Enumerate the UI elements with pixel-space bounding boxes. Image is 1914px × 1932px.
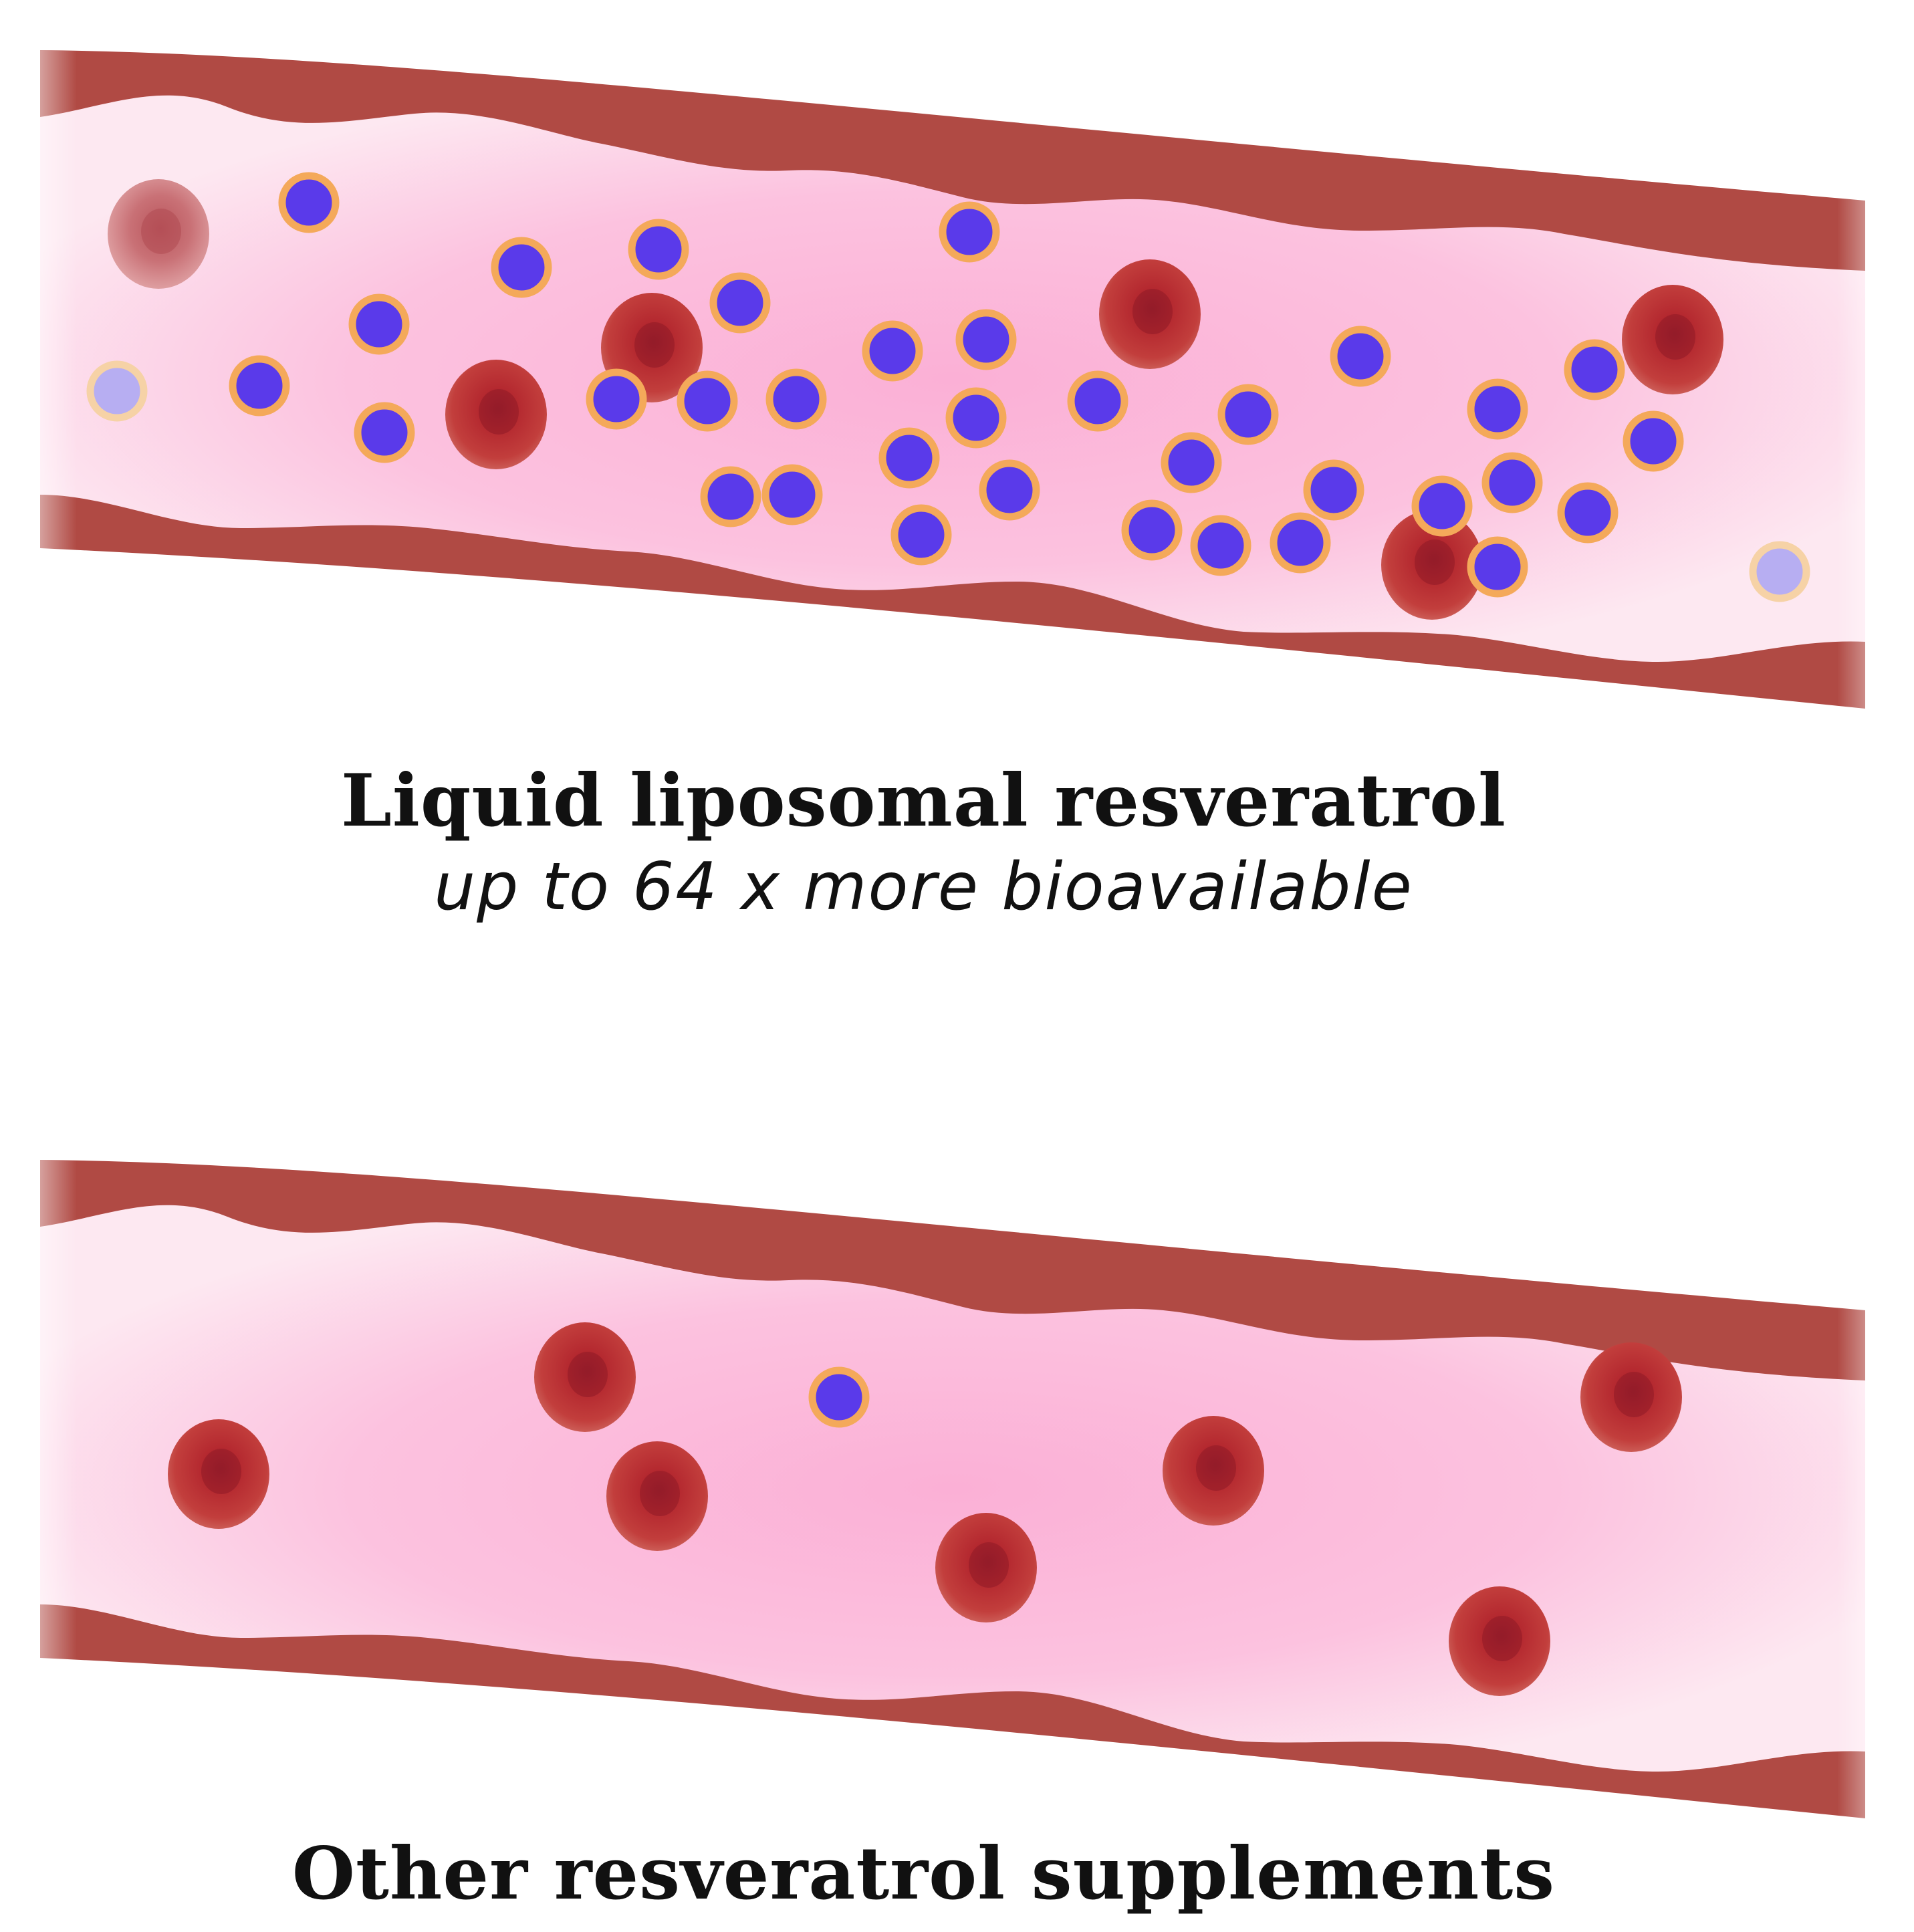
red-blood-cell	[108, 179, 209, 289]
resveratrol-particle	[765, 368, 827, 430]
resveratrol-particle	[1067, 370, 1128, 432]
resveratrol-particle	[1749, 541, 1810, 602]
resveratrol-particle	[586, 368, 647, 430]
red-blood-cells-other	[168, 1322, 1682, 1696]
resveratrol-particle	[1411, 475, 1473, 537]
red-blood-cells-liposomal	[108, 179, 1723, 620]
red-blood-cell	[168, 1419, 269, 1529]
resveratrol-particle	[808, 1366, 870, 1428]
panel-title-liposomal: Liquid liposomal resveratrol	[340, 759, 1507, 843]
red-blood-cell	[1622, 285, 1723, 394]
red-blood-cell	[1163, 1416, 1264, 1526]
resveratrol-particle	[1161, 432, 1222, 493]
resveratrol-particle	[878, 427, 940, 489]
resveratrol-particle	[1270, 512, 1331, 574]
resveratrol-particle	[1467, 536, 1528, 598]
resveratrol-particle	[945, 387, 1007, 449]
vessel-plasma	[40, 1205, 1865, 1772]
resveratrol-particle	[86, 360, 148, 422]
resveratrol-particle	[354, 402, 415, 463]
panel-subtitle-liposomal: up to 64 x more bioavailable	[434, 849, 1413, 925]
resveratrol-particle	[939, 201, 1000, 263]
resveratrol-particle	[979, 459, 1040, 521]
resveratrol-particle	[761, 464, 823, 525]
resveratrol-particles-other	[808, 1366, 870, 1428]
resveratrol-particle	[1564, 339, 1625, 400]
red-blood-cell	[1449, 1586, 1550, 1696]
resveratrol-particles-liposomal	[86, 172, 1810, 602]
red-blood-cell	[445, 360, 547, 469]
resveratrol-particle	[1330, 326, 1391, 387]
resveratrol-particle	[1121, 499, 1183, 561]
resveratrol-particle	[955, 309, 1017, 370]
resveratrol-particle	[1467, 378, 1528, 440]
resveratrol-particle	[628, 219, 689, 280]
vessel-other	[40, 1160, 1865, 1818]
panel-title-other: Other resveratrol supplements	[291, 1832, 1556, 1916]
resveratrol-particle	[862, 320, 923, 382]
resveratrol-particle	[491, 237, 552, 298]
resveratrol-particle	[1303, 459, 1364, 521]
resveratrol-particle	[1190, 515, 1251, 576]
red-blood-cell	[1381, 510, 1483, 620]
red-blood-cell	[1099, 259, 1201, 369]
resveratrol-particle	[348, 293, 410, 355]
resveratrol-particle	[278, 172, 340, 233]
resveratrol-particle	[709, 272, 771, 334]
resveratrol-particle	[890, 504, 952, 566]
red-blood-cell	[534, 1322, 636, 1432]
resveratrol-particle	[1217, 384, 1279, 445]
red-blood-cell	[1580, 1342, 1682, 1452]
resveratrol-particle	[229, 355, 290, 416]
red-blood-cell	[935, 1513, 1037, 1622]
resveratrol-particle	[1557, 482, 1619, 544]
red-blood-cell	[606, 1441, 708, 1551]
resveratrol-particle	[677, 370, 738, 432]
resveratrol-particle	[1481, 452, 1543, 513]
resveratrol-particle	[700, 466, 761, 527]
resveratrol-particle	[1623, 410, 1684, 472]
